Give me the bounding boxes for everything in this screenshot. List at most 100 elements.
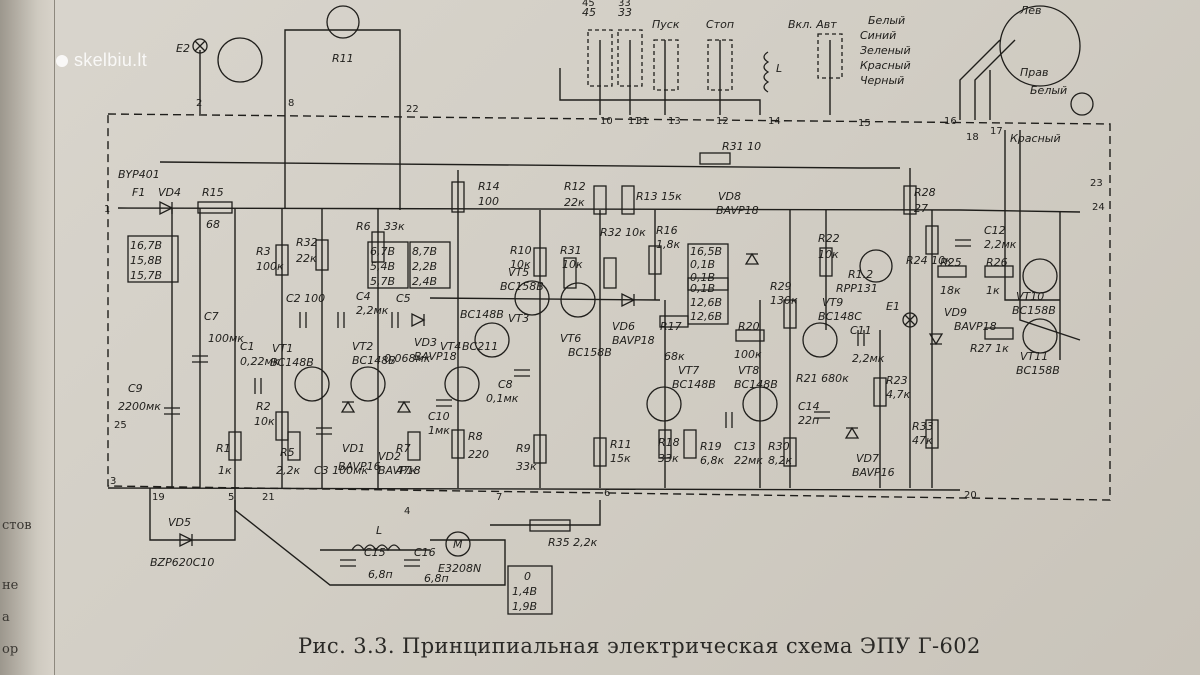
label-r3: R3 bbox=[256, 245, 271, 258]
node-7: 7 bbox=[496, 492, 502, 503]
spine-text-2: а bbox=[2, 610, 10, 625]
label-r12-opto: R1.2 bbox=[848, 268, 873, 281]
r32-pot-body bbox=[603, 257, 617, 289]
label-r18: R18 bbox=[658, 436, 680, 449]
components-layer bbox=[127, 5, 1094, 615]
label-c1: C1 bbox=[240, 340, 255, 353]
label-c14-value: 22п bbox=[798, 414, 819, 427]
label-r11: R11 bbox=[332, 52, 354, 65]
label-r28-value: 27 bbox=[914, 202, 928, 215]
label-r32-value: 22к bbox=[296, 252, 317, 265]
label-vd2-type: BAVP18 bbox=[378, 464, 421, 477]
label-r20-value: 100к bbox=[734, 348, 762, 361]
label-r25-value: 18к bbox=[940, 284, 961, 297]
node-13: 13 bbox=[668, 116, 681, 127]
vt5-symbol bbox=[514, 280, 550, 316]
label-r20: R20 bbox=[738, 320, 760, 333]
label-vd2: VD2 bbox=[378, 450, 401, 463]
vtable-9-row-2: 12,6В bbox=[690, 310, 722, 323]
label-e2: E2 bbox=[176, 42, 190, 55]
vt1-symbol bbox=[294, 366, 330, 402]
label-c12: C12 bbox=[984, 224, 1006, 237]
vtable-8-row-2: 0,1В bbox=[690, 271, 715, 284]
r19-body bbox=[683, 429, 697, 459]
r30-body bbox=[783, 437, 797, 467]
vtable-7-row-2: 2,4В bbox=[412, 275, 437, 288]
label-r24: R24 10к bbox=[906, 254, 952, 267]
c1-plates bbox=[254, 378, 262, 394]
c16-plates bbox=[404, 559, 420, 567]
label-c15: C15 bbox=[364, 546, 386, 559]
vtable-m-row-2: 1,9В bbox=[512, 600, 537, 613]
top-rail bbox=[117, 207, 1081, 213]
spine-text-1: не bbox=[2, 578, 19, 593]
c15-plates bbox=[340, 559, 356, 567]
vtable-6-box bbox=[367, 241, 409, 289]
r33-body bbox=[925, 419, 939, 449]
vtable-9-box bbox=[687, 277, 729, 325]
label-c3: C3 100мк bbox=[314, 464, 368, 477]
node-25: 25 bbox=[114, 420, 127, 431]
label-r21: R21 680к bbox=[796, 372, 849, 385]
label-r11-value: 15к bbox=[610, 452, 631, 465]
vtable-9-row-1: 12,6В bbox=[690, 296, 722, 309]
label-r31-value: 10к bbox=[562, 258, 583, 271]
vt6-symbol bbox=[560, 282, 596, 318]
node-2: 2 bbox=[196, 98, 202, 109]
label-r30: R30 bbox=[768, 440, 790, 453]
label-r29-value: 130к bbox=[770, 294, 798, 307]
node-33: 33 bbox=[618, 0, 631, 9]
c7-plates bbox=[192, 355, 208, 363]
label-r8-value: 220 bbox=[468, 448, 489, 461]
label-r9-value: 33к bbox=[516, 460, 537, 473]
vtable-m-row-1: 1,4В bbox=[512, 585, 537, 598]
label-r11: R11 bbox=[610, 438, 632, 451]
label-r26: R26 bbox=[986, 256, 1008, 269]
label-c12-value: 2,2мк bbox=[984, 238, 1017, 251]
label-rpp131: RPP131 bbox=[836, 282, 878, 295]
vd5-symbol bbox=[179, 532, 194, 548]
wire-switches-top bbox=[559, 68, 761, 115]
e2-lamp bbox=[192, 38, 208, 54]
e2-lamp-cross bbox=[194, 40, 206, 52]
label-r14: R14 bbox=[478, 180, 500, 193]
label-vt4: VT4 bbox=[440, 340, 461, 353]
node-31: 31 bbox=[636, 116, 649, 127]
node-15: 15 bbox=[858, 118, 871, 129]
vt10-symbol bbox=[1022, 258, 1058, 294]
label-vt7: VT7 bbox=[678, 364, 699, 377]
labels-layer: E2 R11 BYP401 F1 VD4 R15 68 R14 100 R3 1… bbox=[104, 0, 1105, 613]
label-r7: R7 bbox=[396, 442, 411, 455]
wiring-layer bbox=[107, 29, 1111, 586]
label-byp401: BYP401 bbox=[118, 168, 160, 181]
label-r10-value: 10к bbox=[510, 258, 531, 271]
vtable-1-row-1: 15,8В bbox=[130, 254, 162, 267]
label-r10: R10 bbox=[510, 244, 532, 257]
r11-body bbox=[593, 437, 607, 467]
label-r1: R1 bbox=[216, 442, 231, 455]
e1-lamp-cross bbox=[904, 314, 916, 326]
label-r2: R2 bbox=[256, 400, 271, 413]
node-18: 18 bbox=[966, 132, 979, 143]
label-r33-value: 47к bbox=[912, 434, 933, 447]
label-motor: M bbox=[453, 538, 463, 551]
label-r19-value: 6,8к bbox=[700, 454, 724, 467]
r5-body bbox=[287, 431, 301, 461]
label-vd8: VD8 bbox=[718, 190, 741, 203]
label-c16: C16 bbox=[414, 546, 436, 559]
label-r31: R31 bbox=[560, 244, 582, 257]
wire-color-right-1: Красный bbox=[1010, 132, 1061, 145]
label-r23-value: 4,7к bbox=[886, 388, 910, 401]
label-vt1: VT1 bbox=[272, 342, 293, 355]
label-c7-value: 100мк bbox=[208, 332, 244, 345]
r7-body bbox=[407, 431, 421, 461]
r11-photoresistor bbox=[326, 5, 360, 39]
r2-body bbox=[275, 411, 289, 441]
c14-plates bbox=[814, 411, 830, 419]
label-r17: R17 bbox=[660, 320, 682, 333]
label-vd5: VD5 bbox=[168, 516, 191, 529]
label-r35: R35 2,2к bbox=[548, 536, 598, 549]
vd6-symbol bbox=[621, 292, 636, 308]
node-10: 10 bbox=[600, 116, 613, 127]
